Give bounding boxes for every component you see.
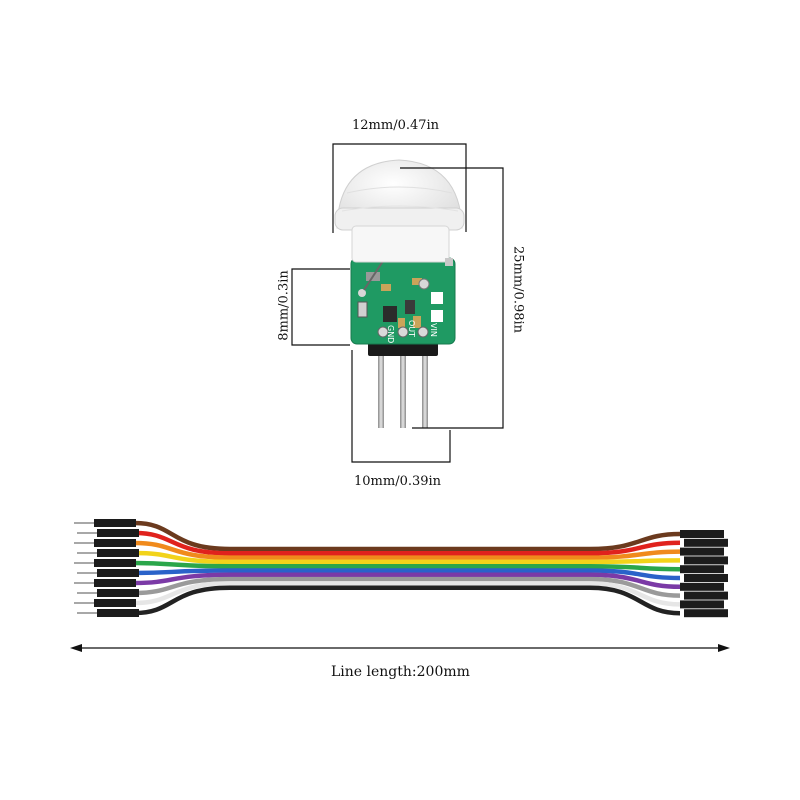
dimension-lines xyxy=(291,143,504,463)
wire xyxy=(134,585,681,616)
male-connector xyxy=(77,609,139,617)
female-connectors xyxy=(680,530,728,618)
female-connector xyxy=(680,530,724,538)
pir-sensor-module: VIN OUT GND xyxy=(334,159,465,428)
dim-label-width-top: 12mm/0.47in xyxy=(352,118,440,133)
female-connector xyxy=(680,547,724,556)
wire xyxy=(134,581,681,607)
female-connector xyxy=(684,609,728,618)
female-connector xyxy=(684,574,728,582)
header-pins xyxy=(378,352,428,428)
wire xyxy=(134,568,681,581)
male-connector xyxy=(77,589,139,597)
female-connector xyxy=(680,565,724,574)
female-connector xyxy=(684,556,728,565)
pcb-label-gnd: GND xyxy=(386,325,395,343)
wire xyxy=(134,572,681,590)
male-connector xyxy=(74,519,136,527)
male-connector xyxy=(74,599,136,607)
dim-label-width-pins: 10mm/0.39in xyxy=(354,474,442,489)
pcb-label-vin: VIN xyxy=(429,323,438,337)
fresnel-dome xyxy=(334,159,465,266)
male-connector xyxy=(77,529,139,537)
female-connector xyxy=(684,538,728,547)
wire xyxy=(134,540,681,560)
male-connector xyxy=(74,579,136,587)
wire xyxy=(134,576,681,598)
male-connector xyxy=(77,549,139,557)
male-connectors xyxy=(74,519,139,617)
line-length-arrow xyxy=(70,644,730,652)
wire xyxy=(134,530,681,556)
female-connector xyxy=(680,600,724,609)
dim-label-height-total: 25mm/0.98in xyxy=(510,245,526,334)
male-connector xyxy=(74,539,136,547)
pcb-components xyxy=(357,257,443,338)
ribbon-wires xyxy=(134,520,681,616)
male-connector xyxy=(77,569,139,577)
jumper-wire-bundle xyxy=(74,519,728,618)
wire xyxy=(134,550,681,565)
wire xyxy=(134,560,681,572)
line-length-label: Line length:200mm xyxy=(331,664,470,680)
wire xyxy=(134,520,681,552)
female-connector xyxy=(684,591,728,600)
female-connector xyxy=(680,582,724,591)
dim-label-height-board: 8mm/0.3in xyxy=(276,270,292,341)
male-connector xyxy=(74,559,136,567)
pcb-label-out: OUT xyxy=(407,320,416,337)
